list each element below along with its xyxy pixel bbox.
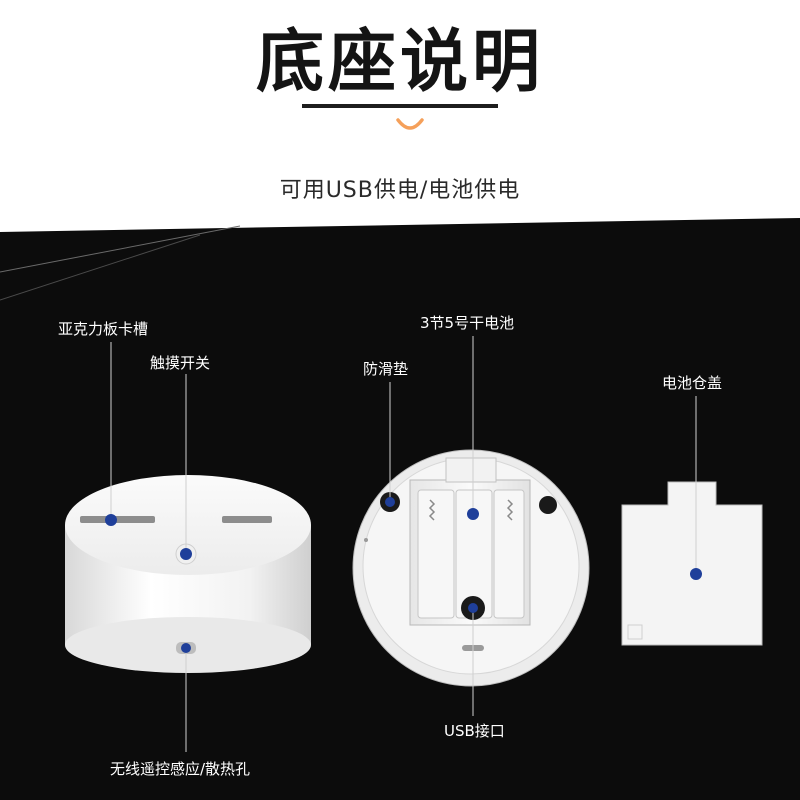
label-remote-sensor: 无线遥控感应/散热孔 [110, 760, 251, 778]
label-usb-port: USB接口 [444, 722, 505, 740]
acrylic-slot [80, 516, 155, 523]
diagonal-line [0, 234, 201, 301]
leader-lines [110, 336, 697, 752]
label-battery-cover: 电池仓盖 [662, 374, 723, 392]
header: 底座说明 可用USB供电/电池供电 [0, 0, 800, 240]
callout-dot-icon [105, 514, 117, 526]
acrylic-slot [222, 516, 272, 523]
diagonal-line [0, 225, 241, 273]
callout-dot-icon [468, 603, 478, 613]
label-non-slip-pad: 防滑垫 [363, 360, 409, 378]
callout-dot-icon [385, 497, 395, 507]
smile-icon [396, 118, 424, 130]
callout-dot-icon [467, 508, 479, 520]
non-slip-pad [539, 496, 557, 514]
callout-dot-icon [181, 643, 191, 653]
callout-dot-icon [690, 568, 702, 580]
base-side-view [65, 475, 311, 673]
title-underline [302, 104, 498, 108]
page-title: 底座说明 [255, 23, 544, 102]
callout-dot-icon [180, 548, 192, 560]
label-touch-switch: 触摸开关 [150, 354, 211, 372]
callout-dots [105, 497, 702, 653]
label-acrylic-slot: 亚克力板卡槽 [58, 320, 149, 338]
base-bottom-view [352, 449, 590, 687]
battery-cover [621, 481, 763, 646]
label-battery-spec: 3节5号干电池 [420, 314, 515, 332]
power-subtitle: 可用USB供电/电池供电 [279, 178, 521, 203]
